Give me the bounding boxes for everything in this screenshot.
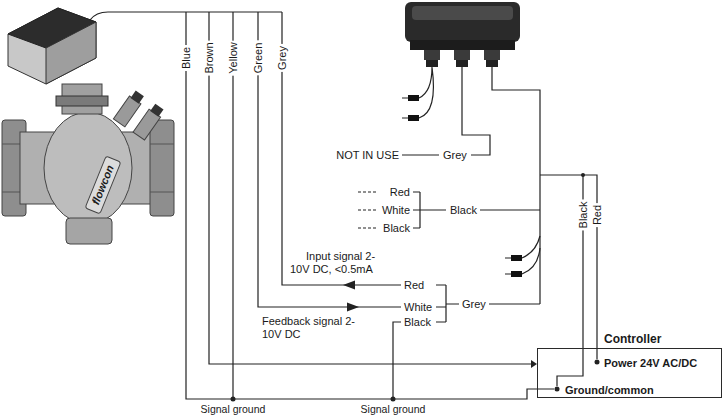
wire-color: Grey (462, 298, 486, 311)
junction-box-illustration (405, 2, 522, 277)
valve-illustration (131, 91, 144, 104)
wire-color: White (382, 204, 410, 217)
signal-note: Feedback signal 2-10V DC (262, 315, 362, 341)
wires (462, 67, 490, 155)
dashed-leaders (358, 192, 378, 228)
junction-box-illustration (511, 271, 522, 277)
arrowheads-and-dots (581, 173, 585, 177)
wires (480, 209, 540, 210)
wire-color: Black (577, 200, 590, 231)
wire-color: Grey (276, 44, 289, 72)
wires (282, 12, 401, 285)
arrowheads-and-dots (347, 303, 359, 312)
wire-color: Green (252, 41, 265, 76)
wire-color: White (404, 301, 432, 314)
wires (402, 67, 433, 118)
wire-note: NOT IN USE (336, 149, 399, 162)
junction-box-illustration (410, 40, 515, 50)
valve-illustration (66, 218, 112, 244)
wires (436, 285, 459, 322)
wire-color: Blue (180, 45, 193, 71)
arrowheads-and-dots (555, 387, 560, 392)
arrowheads-and-dots (391, 397, 396, 402)
wires (402, 154, 439, 155)
terminal-label: Power 24V AC/DC (604, 357, 697, 370)
junction-box-illustration (426, 60, 438, 67)
valve-illustration (150, 192, 174, 193)
wire-color: Yellow (227, 40, 240, 75)
junction-box-illustration (486, 60, 498, 67)
wires (90, 12, 597, 399)
valve-illustration (44, 112, 132, 224)
wires (413, 192, 446, 228)
wires (540, 175, 597, 359)
dashed-leaders (358, 192, 378, 228)
wires (258, 12, 401, 307)
junction-box-illustration (456, 60, 468, 67)
valve-illustration (150, 144, 174, 145)
junction-box-illustration (412, 6, 513, 20)
junction-box-illustration (484, 50, 500, 60)
junction-box-illustration (454, 50, 470, 60)
valve-illustration (85, 156, 121, 214)
valve-illustration (150, 104, 163, 117)
arrowheads-and-dots (231, 397, 236, 402)
valve-illustration (46, 22, 96, 84)
junction-box-illustration (408, 115, 419, 121)
arrowheads-and-dots (231, 173, 600, 402)
wires (209, 12, 531, 364)
controller-heading: Controller (604, 332, 661, 346)
wire-color: Red (591, 203, 604, 227)
wire-color: Brown (203, 40, 216, 75)
wire-color: Red (404, 279, 424, 292)
junction-box-illustration (408, 95, 419, 101)
valve-illustration (8, 8, 96, 84)
ground-note: Signal ground (201, 403, 266, 415)
valve-illustration (2, 8, 174, 244)
wires (505, 236, 540, 274)
wires (492, 67, 540, 304)
arrowheads-and-dots (595, 360, 600, 365)
wires (186, 12, 554, 399)
wire-color: Black (383, 222, 410, 235)
terminal-label: Ground/common (565, 384, 654, 397)
wires (489, 303, 540, 304)
wires (393, 322, 401, 399)
ground-note: Signal ground (361, 403, 426, 415)
valve-illustration (133, 103, 165, 141)
junction-box-illustration (405, 2, 520, 42)
wire-color: Black (450, 204, 477, 217)
valve-illustration (150, 120, 174, 216)
signal-note: Input signal 2-10V DC, <0.5mA (290, 250, 388, 276)
junction-box-illustration (424, 50, 440, 60)
wire-color: Red (390, 186, 410, 199)
wire-color: Grey (443, 149, 467, 162)
valve-illustration (56, 96, 108, 106)
controller-box: ControllerPower 24V AC/DCGround/common (537, 348, 722, 398)
arrowheads-and-dots (343, 281, 355, 290)
wire-color: Black (404, 316, 431, 329)
junction-box-illustration (511, 255, 522, 261)
